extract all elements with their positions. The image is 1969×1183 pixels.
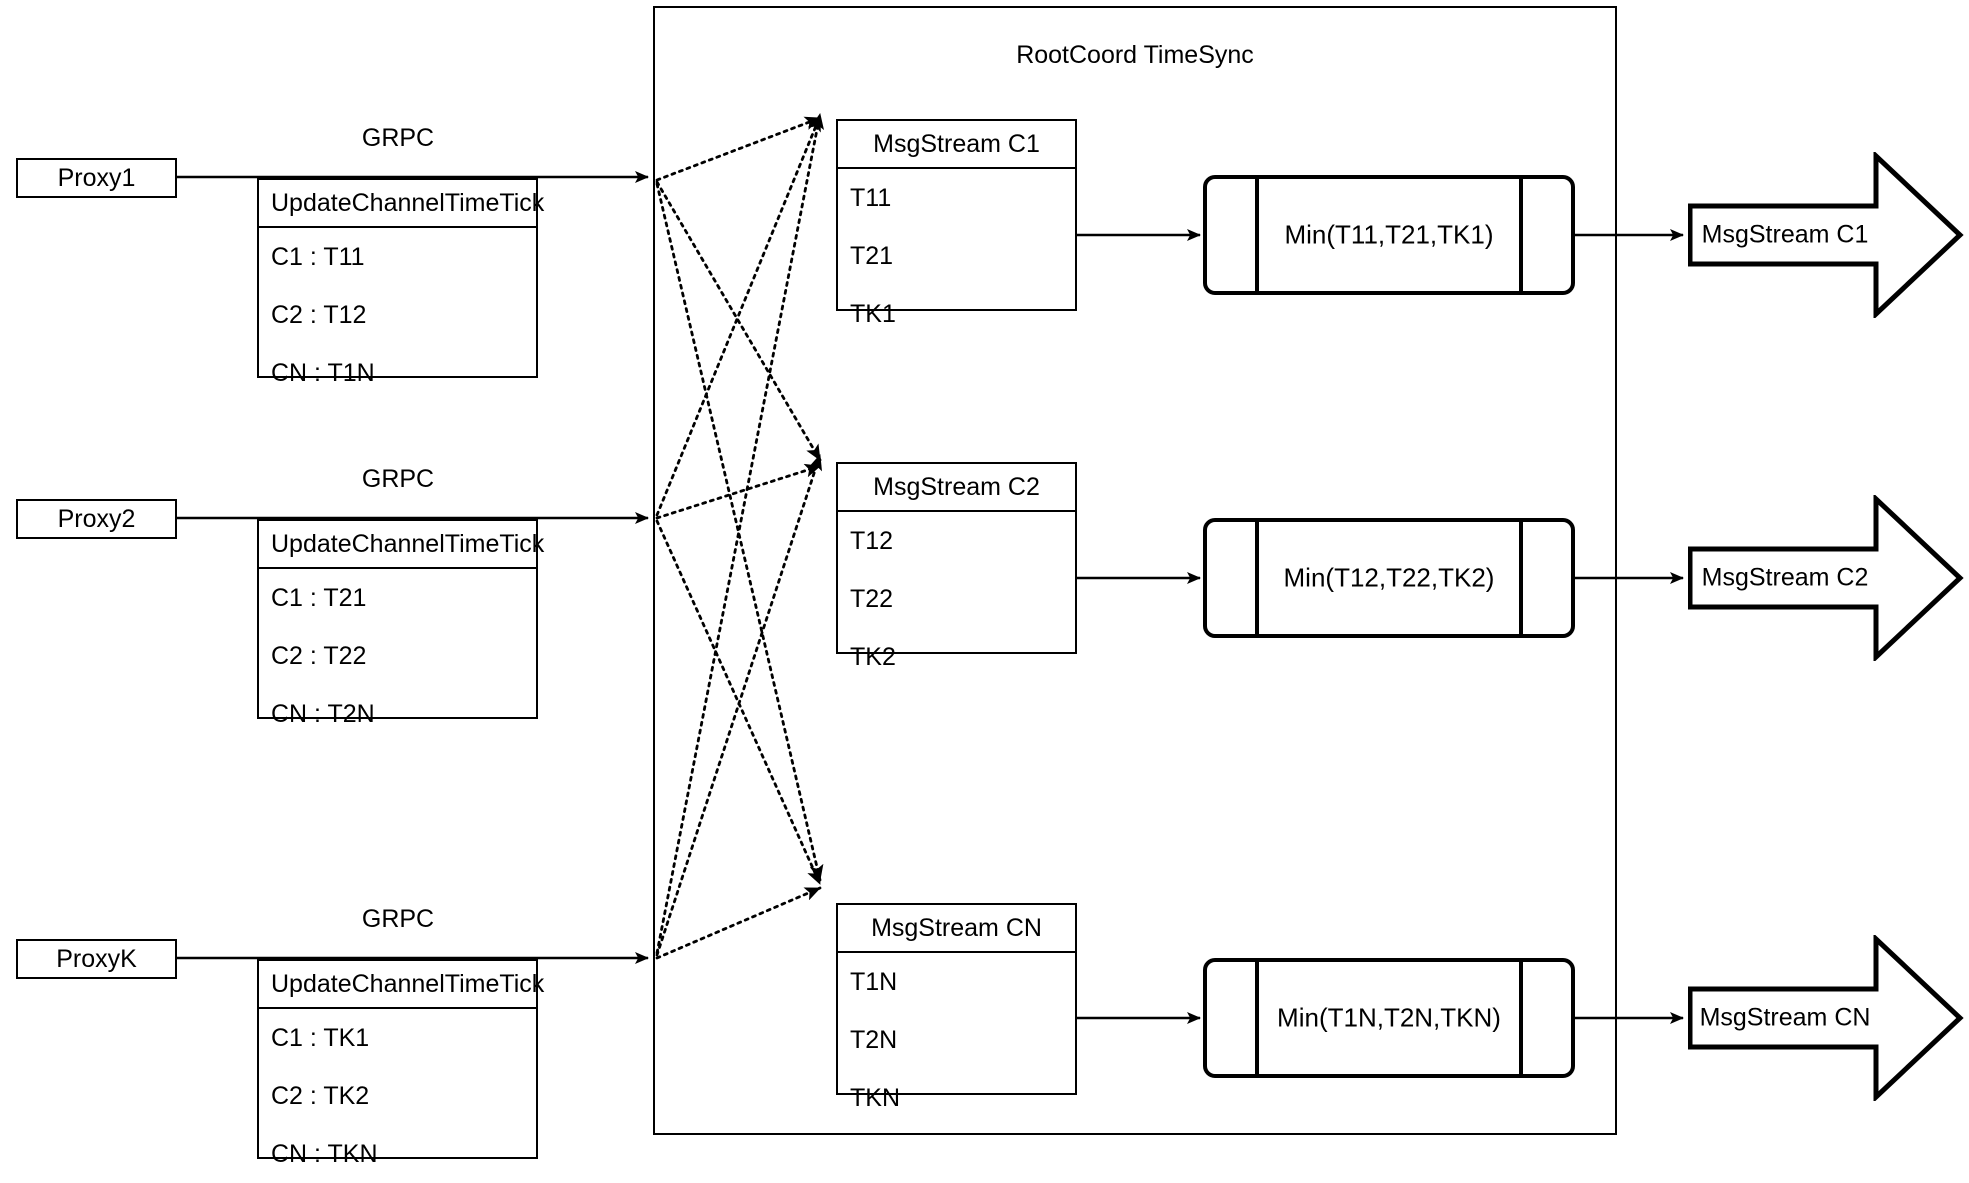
- subroutine-right-bar: [1519, 958, 1523, 1078]
- rootcoord-timesync-container: [653, 6, 1617, 1135]
- output-block-arrow-label: MsgStream C1: [1701, 220, 1869, 249]
- card-rows: C1 : T11 C2 : T12 CN : T1N: [259, 228, 536, 398]
- proxy-box-1[interactable]: Proxy1: [16, 158, 177, 198]
- msgstream-card-cn: MsgStream CN T1N T2N TKN: [836, 903, 1077, 1112]
- card-row: C1 : T21: [271, 584, 367, 612]
- reduce-min-box-cn: Min(T1N,T2N,TKN): [1203, 958, 1575, 1078]
- reduce-min-box-c2: Min(T12,T22,TK2): [1203, 518, 1575, 638]
- card-row: T12: [850, 527, 894, 555]
- proxy-label: ProxyK: [56, 944, 137, 973]
- card-title: MsgStream C1: [838, 121, 1075, 169]
- card-title: UpdateChannelTimeTick: [259, 961, 544, 1009]
- grpc-label-k: GRPC: [361, 905, 435, 933]
- card-row: CN : TKN: [271, 1140, 378, 1168]
- card-row: T22: [850, 585, 894, 613]
- card-row: TK1: [850, 300, 896, 328]
- output-block-arrow-label: MsgStream CN: [1699, 1003, 1871, 1032]
- card-row: C1 : T11: [271, 243, 365, 271]
- msgstream-card-c1: MsgStream C1 T11 T21 TK1: [836, 119, 1077, 328]
- update-channel-timetick-card-k: UpdateChannelTimeTick C1 : TK1 C2 : TK2 …: [257, 959, 544, 1168]
- subroutine-right-bar: [1519, 175, 1523, 295]
- subroutine-left-bar: [1255, 175, 1259, 295]
- card-row: T11: [850, 184, 892, 212]
- card-row: TK2: [850, 643, 896, 671]
- card-row: C2 : T12: [271, 301, 367, 329]
- proxy-box-2[interactable]: Proxy2: [16, 499, 177, 539]
- subroutine-left-bar: [1255, 958, 1259, 1078]
- card-rows: T12 T22 TK2: [838, 512, 1075, 682]
- card-title: MsgStream CN: [838, 905, 1075, 953]
- update-channel-timetick-card-2: UpdateChannelTimeTick C1 : T21 C2 : T22 …: [257, 519, 544, 728]
- rootcoord-timesync-title: RootCoord TimeSync: [1016, 41, 1254, 69]
- update-channel-timetick-card-1: UpdateChannelTimeTick C1 : T11 C2 : T12 …: [257, 178, 544, 387]
- card-row: C2 : T22: [271, 642, 367, 670]
- card-row: CN : T2N: [271, 700, 375, 728]
- card-rows: C1 : TK1 C2 : TK2 CN : TKN: [259, 1009, 536, 1179]
- output-block-arrow-c2: MsgStream C2: [1688, 495, 1964, 661]
- reduce-min-label: Min(T11,T21,TK1): [1284, 219, 1494, 250]
- card-row: T21: [850, 242, 894, 270]
- output-block-arrow-c1: MsgStream C1: [1688, 152, 1964, 318]
- card-title: MsgStream C2: [838, 464, 1075, 512]
- proxy-label: Proxy1: [57, 163, 136, 192]
- output-block-arrow-label: MsgStream C2: [1701, 563, 1869, 592]
- grpc-label-2: GRPC: [361, 465, 435, 493]
- subroutine-left-bar: [1255, 518, 1259, 638]
- grpc-label-1: GRPC: [361, 124, 435, 152]
- reduce-min-label: Min(T1N,T2N,TKN): [1277, 1002, 1501, 1033]
- output-block-arrow-cn: MsgStream CN: [1688, 935, 1964, 1101]
- card-rows: T11 T21 TK1: [838, 169, 1075, 339]
- proxy-label: Proxy2: [57, 504, 136, 533]
- card-row: T1N: [850, 968, 898, 996]
- card-row: C1 : TK1: [271, 1024, 370, 1052]
- card-rows: C1 : T21 C2 : T22 CN : T2N: [259, 569, 536, 739]
- msgstream-card-c2: MsgStream C2 T12 T22 TK2: [836, 462, 1077, 671]
- card-row: T2N: [850, 1026, 898, 1054]
- card-title: UpdateChannelTimeTick: [259, 180, 544, 228]
- reduce-min-box-c1: Min(T11,T21,TK1): [1203, 175, 1575, 295]
- card-row: TKN: [850, 1084, 900, 1112]
- card-row: CN : T1N: [271, 359, 375, 387]
- proxy-box-k[interactable]: ProxyK: [16, 939, 177, 979]
- subroutine-right-bar: [1519, 518, 1523, 638]
- card-title: UpdateChannelTimeTick: [259, 521, 544, 569]
- card-row: C2 : TK2: [271, 1082, 370, 1110]
- card-rows: T1N T2N TKN: [838, 953, 1075, 1123]
- reduce-min-label: Min(T12,T22,TK2): [1283, 562, 1495, 593]
